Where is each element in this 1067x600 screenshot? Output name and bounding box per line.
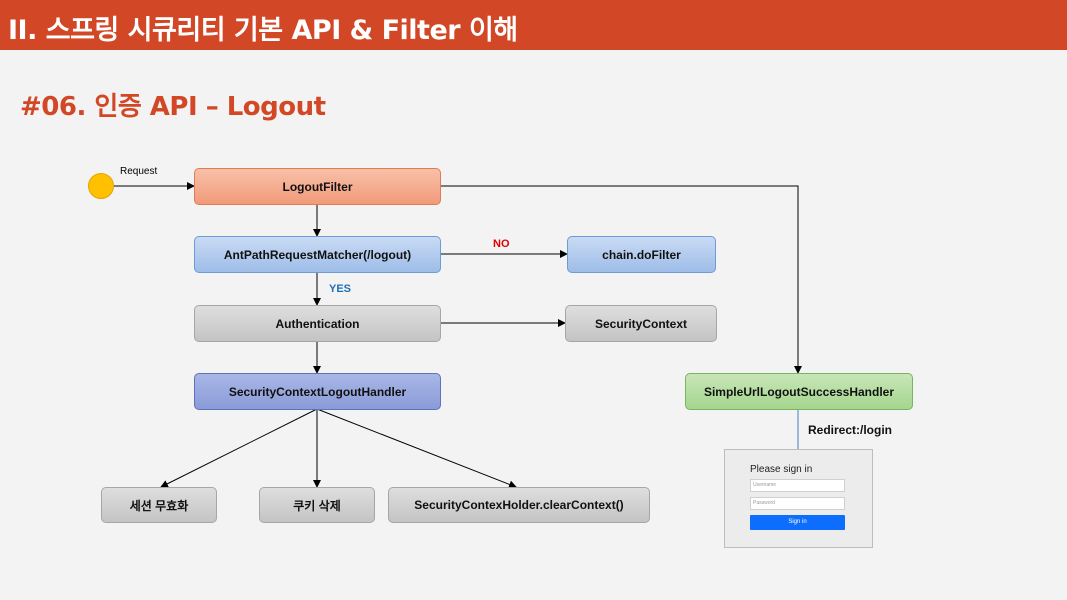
logout-filter-node: LogoutFilter: [194, 168, 441, 205]
header-title: II. 스프링 시큐리티 기본 API & Filter 이해: [8, 15, 518, 46]
request-label: Request: [120, 166, 158, 177]
username-input[interactable]: Username: [750, 479, 845, 492]
session-invalidate-node: 세션 무효화: [101, 487, 217, 523]
arrow-handler-session: [160, 408, 318, 488]
password-input[interactable]: Password: [750, 497, 845, 510]
no-label: NO: [493, 238, 510, 250]
yes-label: YES: [329, 283, 352, 295]
page-title: #06. 인증 API – Logout: [20, 92, 326, 122]
security-context-node: SecurityContext: [565, 305, 717, 342]
start-node: [88, 173, 114, 199]
login-preview: Please sign in Username Password Sign in: [724, 449, 873, 548]
authentication-node: Authentication: [194, 305, 441, 342]
header-bar: II. 스프링 시큐리티 기본 API & Filter 이해: [0, 0, 1067, 50]
redirect-label: Redirect:/login: [808, 423, 893, 437]
cookie-delete-node: 쿠키 삭제: [259, 487, 375, 523]
logout-handler-node: SecurityContextLogoutHandler: [194, 373, 441, 410]
matcher-node: AntPathRequestMatcher(/logout): [194, 236, 441, 273]
login-title: Please sign in: [750, 464, 813, 475]
success-handler-node: SimpleUrlLogoutSuccessHandler: [685, 373, 913, 410]
clear-context-node: SecurityContexHolder.clearContext(): [388, 487, 650, 523]
signin-button[interactable]: Sign in: [750, 515, 845, 530]
arrow-handler-clear: [316, 408, 517, 489]
arrow-filter-success: [440, 185, 802, 374]
dofilter-node: chain.doFilter: [567, 236, 716, 273]
